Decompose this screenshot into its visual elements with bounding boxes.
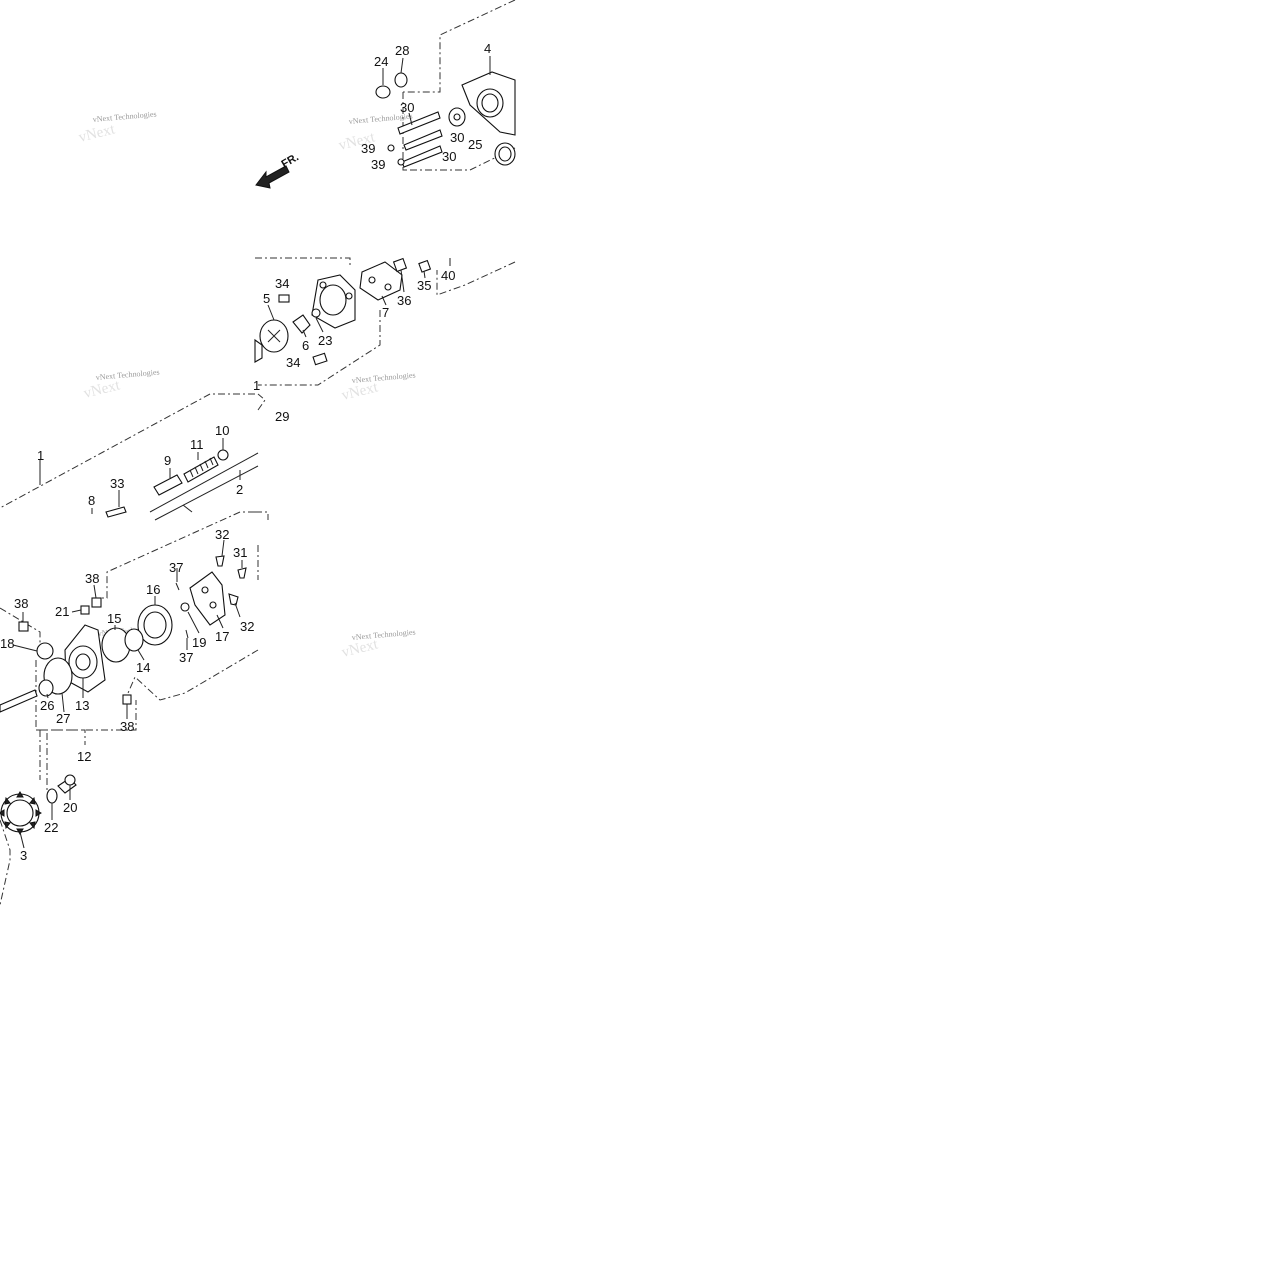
callout-24: 24 (374, 54, 388, 69)
callout-labels: 4 24 28 30 30 30 25 39 39 FR. 34 5 6 23 … (0, 41, 491, 863)
leader-lines (12, 56, 491, 849)
callout-34: 34 (286, 355, 300, 370)
callout-18: 18 (0, 636, 14, 651)
callout-36: 36 (397, 293, 411, 308)
callout-3: 3 (20, 848, 27, 863)
callout-19: 19 (192, 635, 206, 650)
callout-34: 34 (275, 276, 289, 291)
callout-23: 23 (318, 333, 332, 348)
callout-39: 39 (371, 157, 385, 172)
callout-30: 30 (442, 149, 456, 164)
callout-25: 25 (468, 137, 482, 152)
watermark: vNext Technologies (351, 370, 415, 385)
callout-7: 7 (382, 305, 389, 320)
callout-37: 37 (179, 650, 193, 665)
callout-22: 22 (44, 820, 58, 835)
callout-38: 38 (14, 596, 28, 611)
sprocket-icon (0, 791, 42, 835)
callout-13: 13 (75, 698, 89, 713)
front-direction-label: FR. (280, 151, 301, 170)
callout-38: 38 (85, 571, 99, 586)
svg-text:vNext: vNext (77, 121, 117, 146)
callout-16: 16 (146, 582, 160, 597)
callout-15: 15 (107, 611, 121, 626)
callout-39: 39 (361, 141, 375, 156)
callout-29: 29 (275, 409, 289, 424)
callout-35: 35 (417, 278, 431, 293)
callout-28: 28 (395, 43, 409, 58)
watermark: vNext Technologies (95, 367, 159, 382)
callout-6: 6 (302, 338, 309, 353)
callout-30: 30 (450, 130, 464, 145)
callout-21: 21 (55, 604, 69, 619)
callout-20: 20 (63, 800, 77, 815)
callout-12: 12 (77, 749, 91, 764)
callout-17: 17 (215, 629, 229, 644)
callout-27: 27 (56, 711, 70, 726)
callout-4: 4 (484, 41, 491, 56)
callout-32: 32 (240, 619, 254, 634)
callout-5: 5 (263, 291, 270, 306)
watermark: vNext Technologies (92, 109, 156, 124)
callout-11: 11 (190, 437, 204, 452)
callout-14: 14 (136, 660, 150, 675)
callout-40: 40 (441, 268, 455, 283)
callout-9: 9 (164, 453, 171, 468)
callout-33: 33 (110, 476, 124, 491)
callout-1: 1 (253, 378, 260, 393)
callout-30: 30 (400, 100, 414, 115)
callout-31: 31 (233, 545, 247, 560)
parts-artwork (0, 71, 516, 835)
front-direction-arrow-icon (255, 165, 290, 189)
watermark: vNext Technologies (351, 627, 415, 642)
watermark-group: vNext vNext Technologies vNext vNext Tec… (77, 109, 416, 660)
callout-1: 1 (37, 448, 44, 463)
callout-37: 37 (169, 560, 183, 575)
callout-26: 26 (40, 698, 54, 713)
callout-2: 2 (236, 482, 243, 497)
callout-8: 8 (88, 493, 95, 508)
callout-38: 38 (120, 719, 134, 734)
callout-10: 10 (215, 423, 229, 438)
group-outlines (0, 0, 516, 906)
callout-32: 32 (215, 527, 229, 542)
